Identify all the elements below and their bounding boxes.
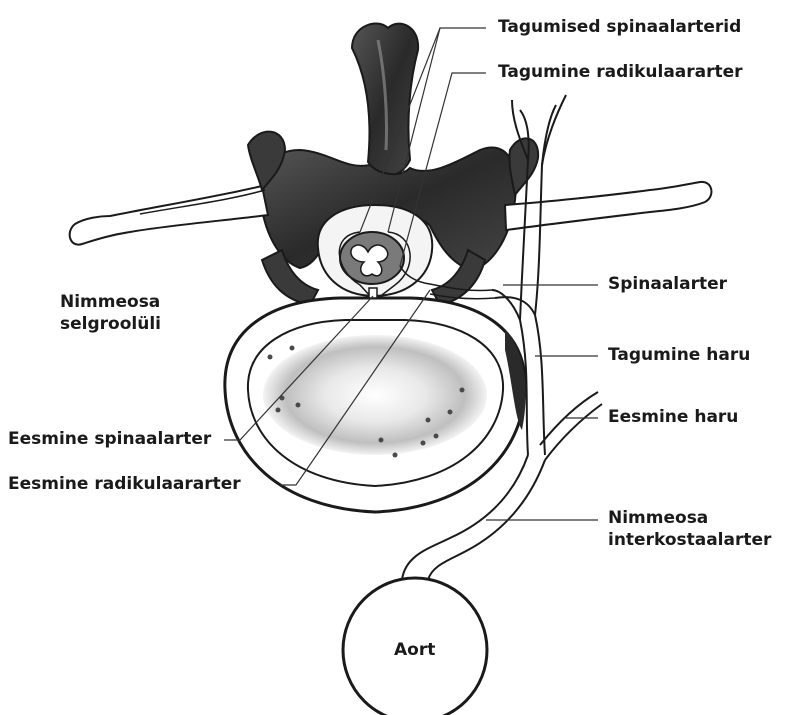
label-anterior-spinal-artery: Eesmine spinaalarter <box>8 429 211 450</box>
right-transverse-process <box>505 182 711 230</box>
label-anterior-branch: Eesmine haru <box>608 407 738 428</box>
anterior-branch-vessel <box>545 404 602 460</box>
label-spinal-artery: Spinaalarter <box>608 274 727 295</box>
label-posterior-spinal-arteries: Tagumised spinaalarterid <box>498 17 741 38</box>
label-anterior-radicular-artery: Eesmine radikulaararter <box>8 474 241 495</box>
left-transverse-process <box>70 186 268 245</box>
label-lumbar-vertebra-line2: selgroolüli <box>60 314 161 335</box>
nucleus-shading <box>263 335 487 455</box>
label-lumbar-intercostal-line2: interkostaalarter <box>608 530 771 551</box>
label-aorta: Aort <box>394 640 435 661</box>
label-lumbar-intercostal-line1: Nimmeosa <box>608 508 708 529</box>
label-posterior-branch: Tagumine haru <box>608 345 750 366</box>
label-posterior-radicular-artery: Tagumine radikulaararter <box>498 62 743 83</box>
label-lumbar-vertebra-line1: Nimmeosa <box>60 292 160 313</box>
